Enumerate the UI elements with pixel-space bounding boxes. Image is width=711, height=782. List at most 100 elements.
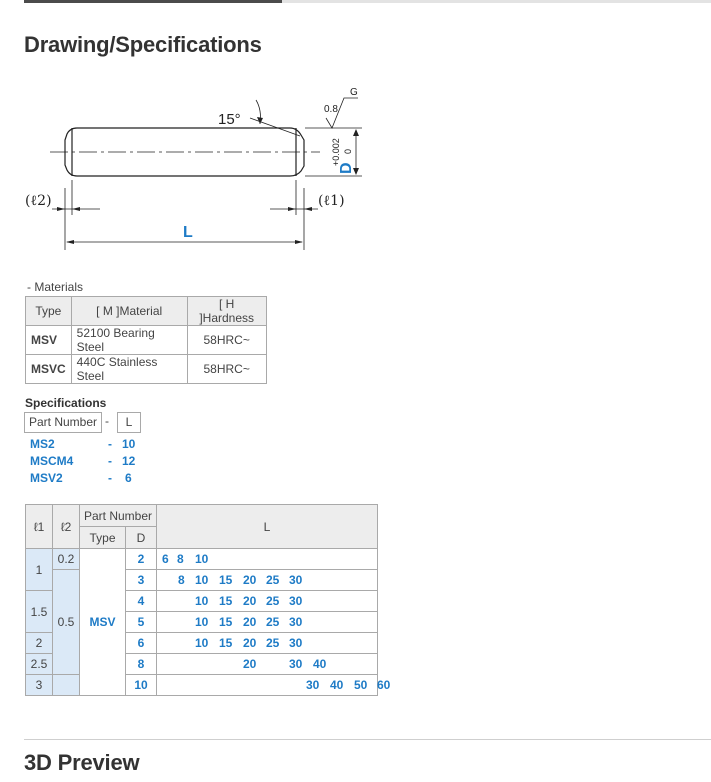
tolerance-lower: 0 [343, 149, 353, 154]
tolerance-upper: +0.002 [331, 138, 341, 166]
l-value[interactable]: 6 [162, 552, 169, 566]
d-value[interactable]: 8 [125, 653, 157, 675]
l-value[interactable]: 30 [289, 615, 303, 629]
l-value[interactable]: 25 [266, 573, 280, 587]
l1-value: 2 [25, 632, 53, 654]
materials-title: - Materials [27, 280, 84, 294]
example-dash: - [108, 471, 112, 485]
specification-table: ℓ1 ℓ2 Part Number L Type D 1 0.2 MSV 2 6… [25, 504, 390, 696]
angle-label: 15° [218, 111, 241, 128]
material-type[interactable]: MSVC [25, 354, 72, 384]
section-tab-bar [24, 0, 711, 3]
materials-header-material: [ M ]Material [70, 296, 188, 326]
l-value[interactable]: 15 [219, 636, 233, 650]
material-name: 440C Stainless Steel [70, 354, 188, 384]
l-values: 10 15 20 25 30 [156, 611, 378, 633]
example-dash: - [108, 437, 112, 451]
l1-value: 1.5 [25, 590, 53, 633]
active-tab-indicator [24, 0, 282, 3]
l2-value: 0.2 [52, 548, 80, 570]
l2-value: 0.5 [52, 569, 80, 675]
example-part: MS2 [30, 437, 55, 451]
d-value[interactable]: 10 [125, 674, 157, 696]
l-value[interactable]: 8 [177, 552, 184, 566]
l-value[interactable]: 30 [289, 657, 303, 671]
example-part: MSV2 [30, 471, 63, 485]
l-value[interactable]: 40 [313, 657, 327, 671]
example-l: 6 [125, 471, 132, 485]
l-value[interactable]: 20 [243, 615, 257, 629]
l-value[interactable]: 25 [266, 615, 280, 629]
l2-value-blank [52, 674, 80, 696]
specifications-title: Specifications [25, 396, 107, 410]
l-value[interactable]: 10 [195, 615, 209, 629]
example-l: 10 [122, 437, 136, 451]
l-values: 20 30 40 [156, 653, 378, 675]
type-value[interactable]: MSV [79, 548, 126, 696]
part-number-box: Part Number [24, 412, 102, 433]
l1-value: 1 [25, 548, 53, 591]
header-l2: ℓ2 [52, 504, 80, 549]
d-value[interactable]: 5 [125, 611, 157, 633]
header-part-number: Part Number [79, 504, 157, 527]
d-value[interactable]: 6 [125, 632, 157, 654]
l-value[interactable]: 20 [243, 636, 257, 650]
l-value[interactable]: 10 [195, 573, 209, 587]
header-d: D [125, 526, 157, 549]
section-divider [24, 739, 711, 740]
example-part: MSCM4 [30, 454, 74, 468]
header-l1: ℓ1 [25, 504, 53, 549]
l-value[interactable]: 10 [195, 636, 209, 650]
dimension-l: L [183, 224, 193, 241]
l-value[interactable]: 20 [243, 573, 257, 587]
material-hardness: 58HRC~ [186, 354, 267, 384]
dimension-l2: (ℓ2) [25, 193, 52, 209]
d-value[interactable]: 4 [125, 590, 157, 612]
l-value[interactable]: 25 [266, 636, 280, 650]
l-value[interactable]: 30 [306, 678, 320, 692]
l-value[interactable]: 30 [289, 573, 303, 587]
l-values: 10 15 20 25 30 [156, 632, 378, 654]
l-values: 10 15 20 25 30 [156, 590, 378, 612]
material-type[interactable]: MSV [25, 325, 72, 355]
l-value[interactable]: 8 [178, 573, 185, 587]
dowel-pin-drawing: 15° 0.8 G +0.002 0 D (ℓ2) (ℓ1) L [25, 87, 362, 250]
materials-header-type: Type [25, 296, 72, 326]
l-value[interactable]: 15 [219, 615, 233, 629]
l1-value: 2.5 [25, 653, 53, 675]
l-value[interactable]: 30 [289, 636, 303, 650]
header-l: L [156, 504, 378, 549]
d-value[interactable]: 3 [125, 569, 157, 591]
l-value[interactable]: 40 [330, 678, 344, 692]
dimension-l1: (ℓ1) [318, 193, 345, 209]
drawing-heading: Drawing/Specifications [24, 32, 262, 57]
materials-header-hardness: [ H ]Hardness [186, 296, 267, 326]
dimension-d: D [338, 162, 355, 174]
l-value[interactable]: 10 [195, 552, 209, 566]
l-value[interactable]: 25 [266, 594, 280, 608]
l-value[interactable]: 20 [243, 594, 257, 608]
l-value[interactable]: 15 [219, 573, 233, 587]
l-value[interactable]: 10 [195, 594, 209, 608]
l-value[interactable]: 20 [243, 657, 257, 671]
l-values: 30 40 50 60 [156, 674, 390, 696]
grade-label: G [350, 87, 358, 98]
material-hardness: 58HRC~ [186, 325, 267, 355]
l1-value: 3 [25, 674, 53, 696]
l-value[interactable]: 50 [354, 678, 368, 692]
materials-row: MSV 52100 Bearing Steel 58HRC~ [25, 325, 267, 355]
example-dash: - [108, 454, 112, 468]
l-value[interactable]: 15 [219, 594, 233, 608]
d-value[interactable]: 2 [125, 548, 157, 570]
l-value[interactable]: 60 [377, 678, 391, 692]
material-name: 52100 Bearing Steel [70, 325, 188, 355]
l-value[interactable]: 30 [289, 594, 303, 608]
roughness-label: 0.8 [324, 104, 338, 115]
l-box: L [117, 412, 141, 433]
materials-table: Type [ M ]Material [ H ]Hardness MSV 521… [25, 296, 267, 384]
materials-row: MSVC 440C Stainless Steel 58HRC~ [25, 354, 267, 384]
l-values: 8 10 15 20 25 30 [156, 569, 378, 591]
part-number-dash: - [105, 414, 109, 428]
preview-heading: 3D Preview [24, 750, 140, 775]
example-l: 12 [122, 454, 136, 468]
